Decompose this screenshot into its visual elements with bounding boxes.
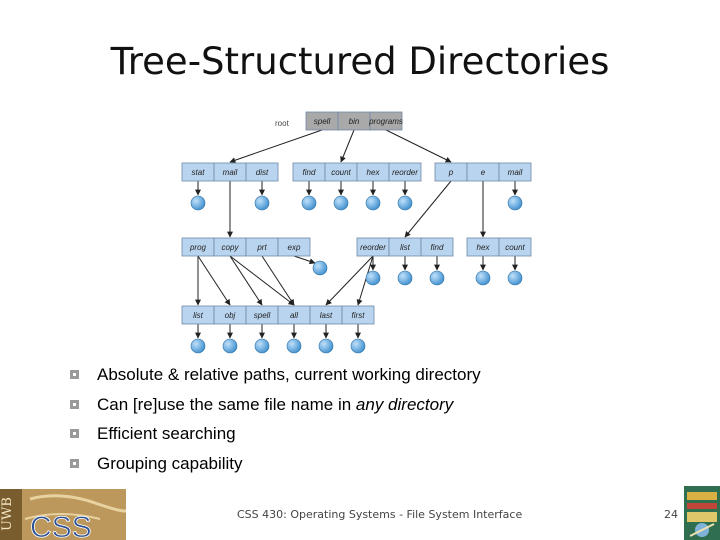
tree-edge [229,255,263,306]
uwb-css-logo: UWB CSS [0,489,126,540]
directory-b: find count hex reorder [292,162,422,182]
file-node [312,260,328,276]
book-cover-logo [684,486,720,540]
bullet-item: Efficient searching [70,421,481,451]
directory-cell [341,305,375,325]
directory-cell [369,111,403,131]
file-node [190,338,206,354]
logo-side-text: UWB [0,497,15,531]
directory-entry-label: count [331,168,351,177]
file-node [475,270,491,286]
directory-entry-label: first [352,311,366,320]
slide-footer: CSS 430: Operating Systems - File System… [237,508,523,521]
tree-edge [229,129,323,164]
directory-entry-label: spell [314,117,331,126]
file-node [429,270,445,286]
bullet-marker [70,429,79,438]
bullet-text: Can [re]use the same file name in [97,394,356,414]
directory-d: prog copy prt exp [181,237,311,257]
directory-entry-label: obj [225,311,236,320]
directory-f: hex count [466,237,532,257]
bullet-item: Absolute & relative paths, current worki… [70,362,481,392]
file-node [397,195,413,211]
bullet-marker [70,399,79,409]
directory-cell [420,237,454,257]
directory-entry-label: spell [254,311,271,320]
file-node [190,195,206,211]
tree-edge [261,255,295,306]
directory-entry-label: count [505,243,525,252]
directory-entry-label: list [400,243,411,252]
bullet-item: Can [re]use the same file name in any di… [70,392,481,422]
file-node [507,270,523,286]
bullet-marker [70,458,79,468]
tree-edge [229,255,295,306]
file-node [254,338,270,354]
tree-edge [197,255,231,306]
tree-edge [293,255,316,265]
directory-entry-label: stat [192,168,206,177]
directory-entry-label: hex [367,168,381,177]
directory-cell [245,162,279,182]
file-node [286,338,302,354]
directory-cell [498,162,532,182]
directory-entry-label: programs [368,117,403,126]
directory-a: stat mail dist [181,162,279,182]
directory-root: spell bin programs [305,111,403,131]
page-number: 24 [664,508,678,521]
directory-entry-label: p [448,168,454,177]
directory-entry-label: reorder [392,168,418,177]
directory-tree-diagram: root spell bin programs stat mail dist find coun… [181,111,532,354]
file-node [365,195,381,211]
tree-edge [356,255,374,306]
root-label: root [275,119,290,128]
directory-entry-label: copy [222,243,240,252]
bullet-text: Absolute & relative paths, current worki… [97,365,481,384]
directory-e: reorder list find [356,237,454,257]
file-node [254,195,270,211]
file-node [318,338,334,354]
tree-edge [385,129,452,163]
bullet-list: Absolute & relative paths, current worki… [70,362,481,480]
bullet-text: Grouping capability [97,453,243,473]
directory-entry-label: bin [349,117,360,126]
file-node [222,338,238,354]
directory-entry-label: dist [256,168,269,177]
file-node [350,338,366,354]
bullet-text: Efficient searching [97,424,236,443]
file-node [507,195,523,211]
directory-cell [388,162,422,182]
directory-entry-label: e [481,168,486,177]
directory-cell [277,237,311,257]
tree-edge [325,255,374,306]
logo-main-text: CSS [30,511,92,540]
tree-edge [404,180,452,238]
directory-entry-label: exp [288,243,301,252]
directory-c: p e mail [434,162,532,182]
bullet-marker [70,370,79,379]
directory-entry-label: find [431,243,444,252]
directory-entry-label: last [320,311,333,320]
file-node [365,270,381,286]
file-node [397,270,413,286]
file-node [301,195,317,211]
slide-title: Tree-Structured Directories [110,40,610,83]
file-node [333,195,349,211]
directory-entry-label: prt [256,243,267,252]
directory-entry-label: list [193,311,204,320]
directory-entry-label: mail [508,168,523,177]
directory-entry-label: mail [223,168,238,177]
directory-entry-label: all [290,311,298,320]
directory-entry-label: find [303,168,316,177]
bullet-emphasis: any directory [355,394,454,414]
tree-edge [340,129,355,163]
directory-entry-label: reorder [360,243,386,252]
bullet-item: Grouping capability [70,451,481,481]
directory-entry-label: hex [477,243,491,252]
directory-cell [498,237,532,257]
directory-g: list obj spell all last first [181,305,375,325]
directory-entry-label: prog [189,243,207,252]
